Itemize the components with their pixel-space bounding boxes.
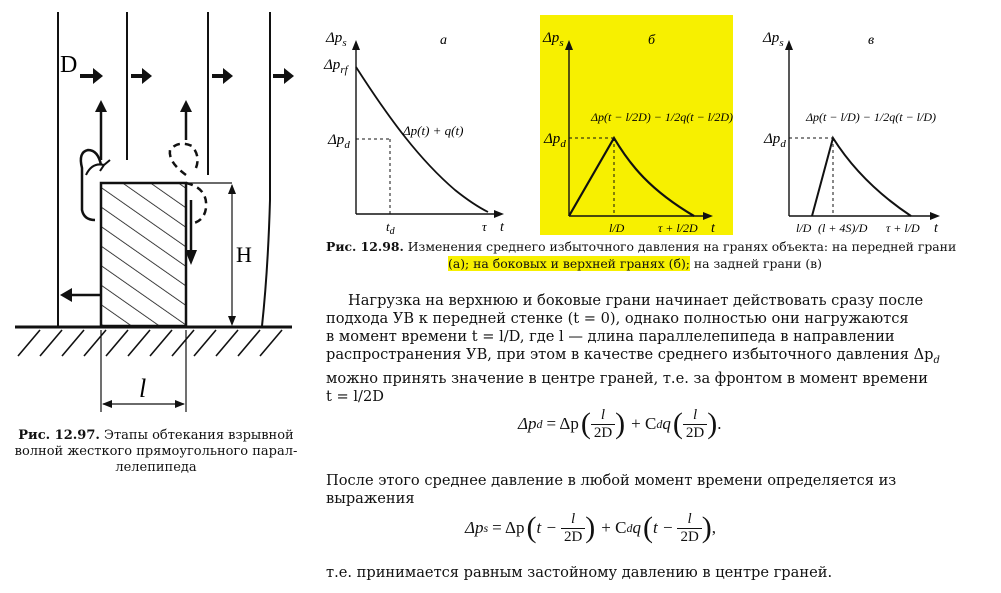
text-line: Нагрузка на верхнюю и боковые грани начи…: [348, 292, 924, 309]
caption-number: Рис. 12.97.: [18, 428, 100, 443]
caption-number: Рис. 12.98.: [326, 239, 404, 254]
arrow-up-icon: [95, 100, 107, 112]
x-axis-label: t: [500, 220, 505, 235]
wave-line-4: [261, 12, 271, 327]
x-tick-1: td: [386, 219, 396, 237]
caption-text: волной жесткого прямоугольного парал-: [14, 444, 298, 459]
curve-label: Δp(t − l/D) − 1/2q(t − l/D): [805, 110, 936, 124]
x-axis-label: t: [711, 221, 716, 236]
panel-b-highlight: [540, 15, 733, 235]
arrow-right-icon: [212, 68, 233, 84]
caption-text: Изменения среднего избыточного давления …: [407, 239, 957, 254]
label-l: l: [139, 374, 146, 403]
front-vortex: [79, 112, 103, 222]
arrow-right-icon: [80, 68, 103, 84]
text-line: t = l/2D: [326, 387, 384, 405]
text-line: подхода УВ к передней стенке (t = 0), од…: [326, 310, 909, 327]
pressure-curve: [811, 135, 912, 217]
label-d: D: [60, 52, 77, 78]
ground-hatching: [17, 329, 283, 357]
arrow-right-icon: [273, 68, 294, 84]
y-tick-mid: Δpd: [327, 132, 350, 151]
arrow-up-icon: [228, 184, 236, 194]
x-tick-1: l/D: [796, 221, 812, 235]
text-line: распространения УВ, при этом в качестве …: [326, 346, 940, 366]
curl-arrow-icon: [85, 159, 111, 176]
panel-letter: а: [440, 33, 447, 48]
arrow-up-icon: [180, 100, 192, 112]
panel-letter: б: [648, 33, 656, 48]
x-axis-label: t: [934, 221, 939, 236]
figure-12-97: D H: [15, 12, 294, 412]
y-tick-top: Δprf: [323, 57, 350, 76]
y-tick-mid: Δpd: [763, 131, 786, 150]
panel-a: Δps а Δprf Δpd Δp(t) + q(t) td τ t: [323, 30, 505, 237]
arrow-right-icon: [703, 212, 713, 220]
arrow-left-icon: [60, 288, 72, 302]
caption-text: Этапы обтекания взрывной: [104, 428, 294, 443]
arrow-up-icon: [352, 40, 360, 50]
text-line: можно принять значение в центре граней, …: [326, 369, 928, 387]
panel-letter: в: [868, 33, 874, 48]
x-tick-2: τ: [482, 219, 488, 234]
x-tick-1: l/D: [609, 221, 625, 235]
curve-label: Δp(t) + q(t): [402, 123, 463, 138]
panel-b: Δps б Δpd Δp(t − l/2D) − 1/2q(t − l/2D) …: [542, 30, 733, 236]
y-axis-label: Δps: [542, 30, 564, 49]
caption-text: лелепипеда: [115, 460, 197, 475]
caption-highlighted-text: (а); на боковых и верхней гранях (б);: [448, 256, 690, 271]
arrow-left-icon: [102, 400, 112, 408]
wave-front-lines: [57, 12, 271, 327]
text-line: в момент времени t = l/D, где l — длина …: [326, 328, 895, 345]
y-axis-label: Δps: [325, 30, 347, 49]
label-h: H: [236, 242, 252, 267]
curve-label: Δp(t − l/2D) − 1/2q(t − l/2D): [590, 110, 733, 124]
arrow-right-icon: [930, 212, 940, 220]
caption-text: на задней грани (в): [689, 256, 822, 271]
pressure-curve: [355, 66, 489, 213]
arrow-up-icon: [565, 40, 573, 50]
arrow-right-icon: [494, 210, 504, 218]
side-vortex-dashed: [168, 142, 208, 226]
arrow-up-icon: [785, 40, 793, 50]
arrow-right-icon: [175, 400, 185, 408]
x-tick-2: (l + 4S)/D: [818, 221, 868, 235]
arrow-right-icon: [131, 68, 152, 84]
propagation-arrows: [80, 68, 294, 84]
parallelepiped-body: [99, 181, 188, 328]
figure-12-98-caption: Рис. 12.98. Изменения среднего избыточно…: [326, 238, 966, 272]
arrow-down-icon: [185, 250, 197, 265]
x-tick-2: τ + l/2D: [658, 221, 698, 235]
y-axis-label: Δps: [762, 30, 784, 49]
panel-c: Δps в Δpd Δp(t − l/D) − 1/2q(t − l/D) l/…: [762, 30, 940, 236]
x-tick-3: τ + l/D: [886, 221, 920, 235]
pressure-curve: [568, 135, 695, 217]
paragraph-1: Нагрузка на верхнюю и боковые грани начи…: [326, 292, 950, 406]
y-tick-mid: Δpd: [543, 131, 566, 150]
paragraph-3: т.е. принимается равным застойному давле…: [326, 564, 833, 581]
figure-12-98: Δps а Δprf Δpd Δp(t) + q(t) td τ t Δps б…: [323, 30, 940, 237]
arrow-down-icon: [228, 316, 236, 326]
figure-12-97-caption: Рис. 12.97. Этапы обтекания взрывной вол…: [0, 428, 312, 476]
paragraph-2: После этого среднее давление в любой мом…: [326, 472, 897, 507]
